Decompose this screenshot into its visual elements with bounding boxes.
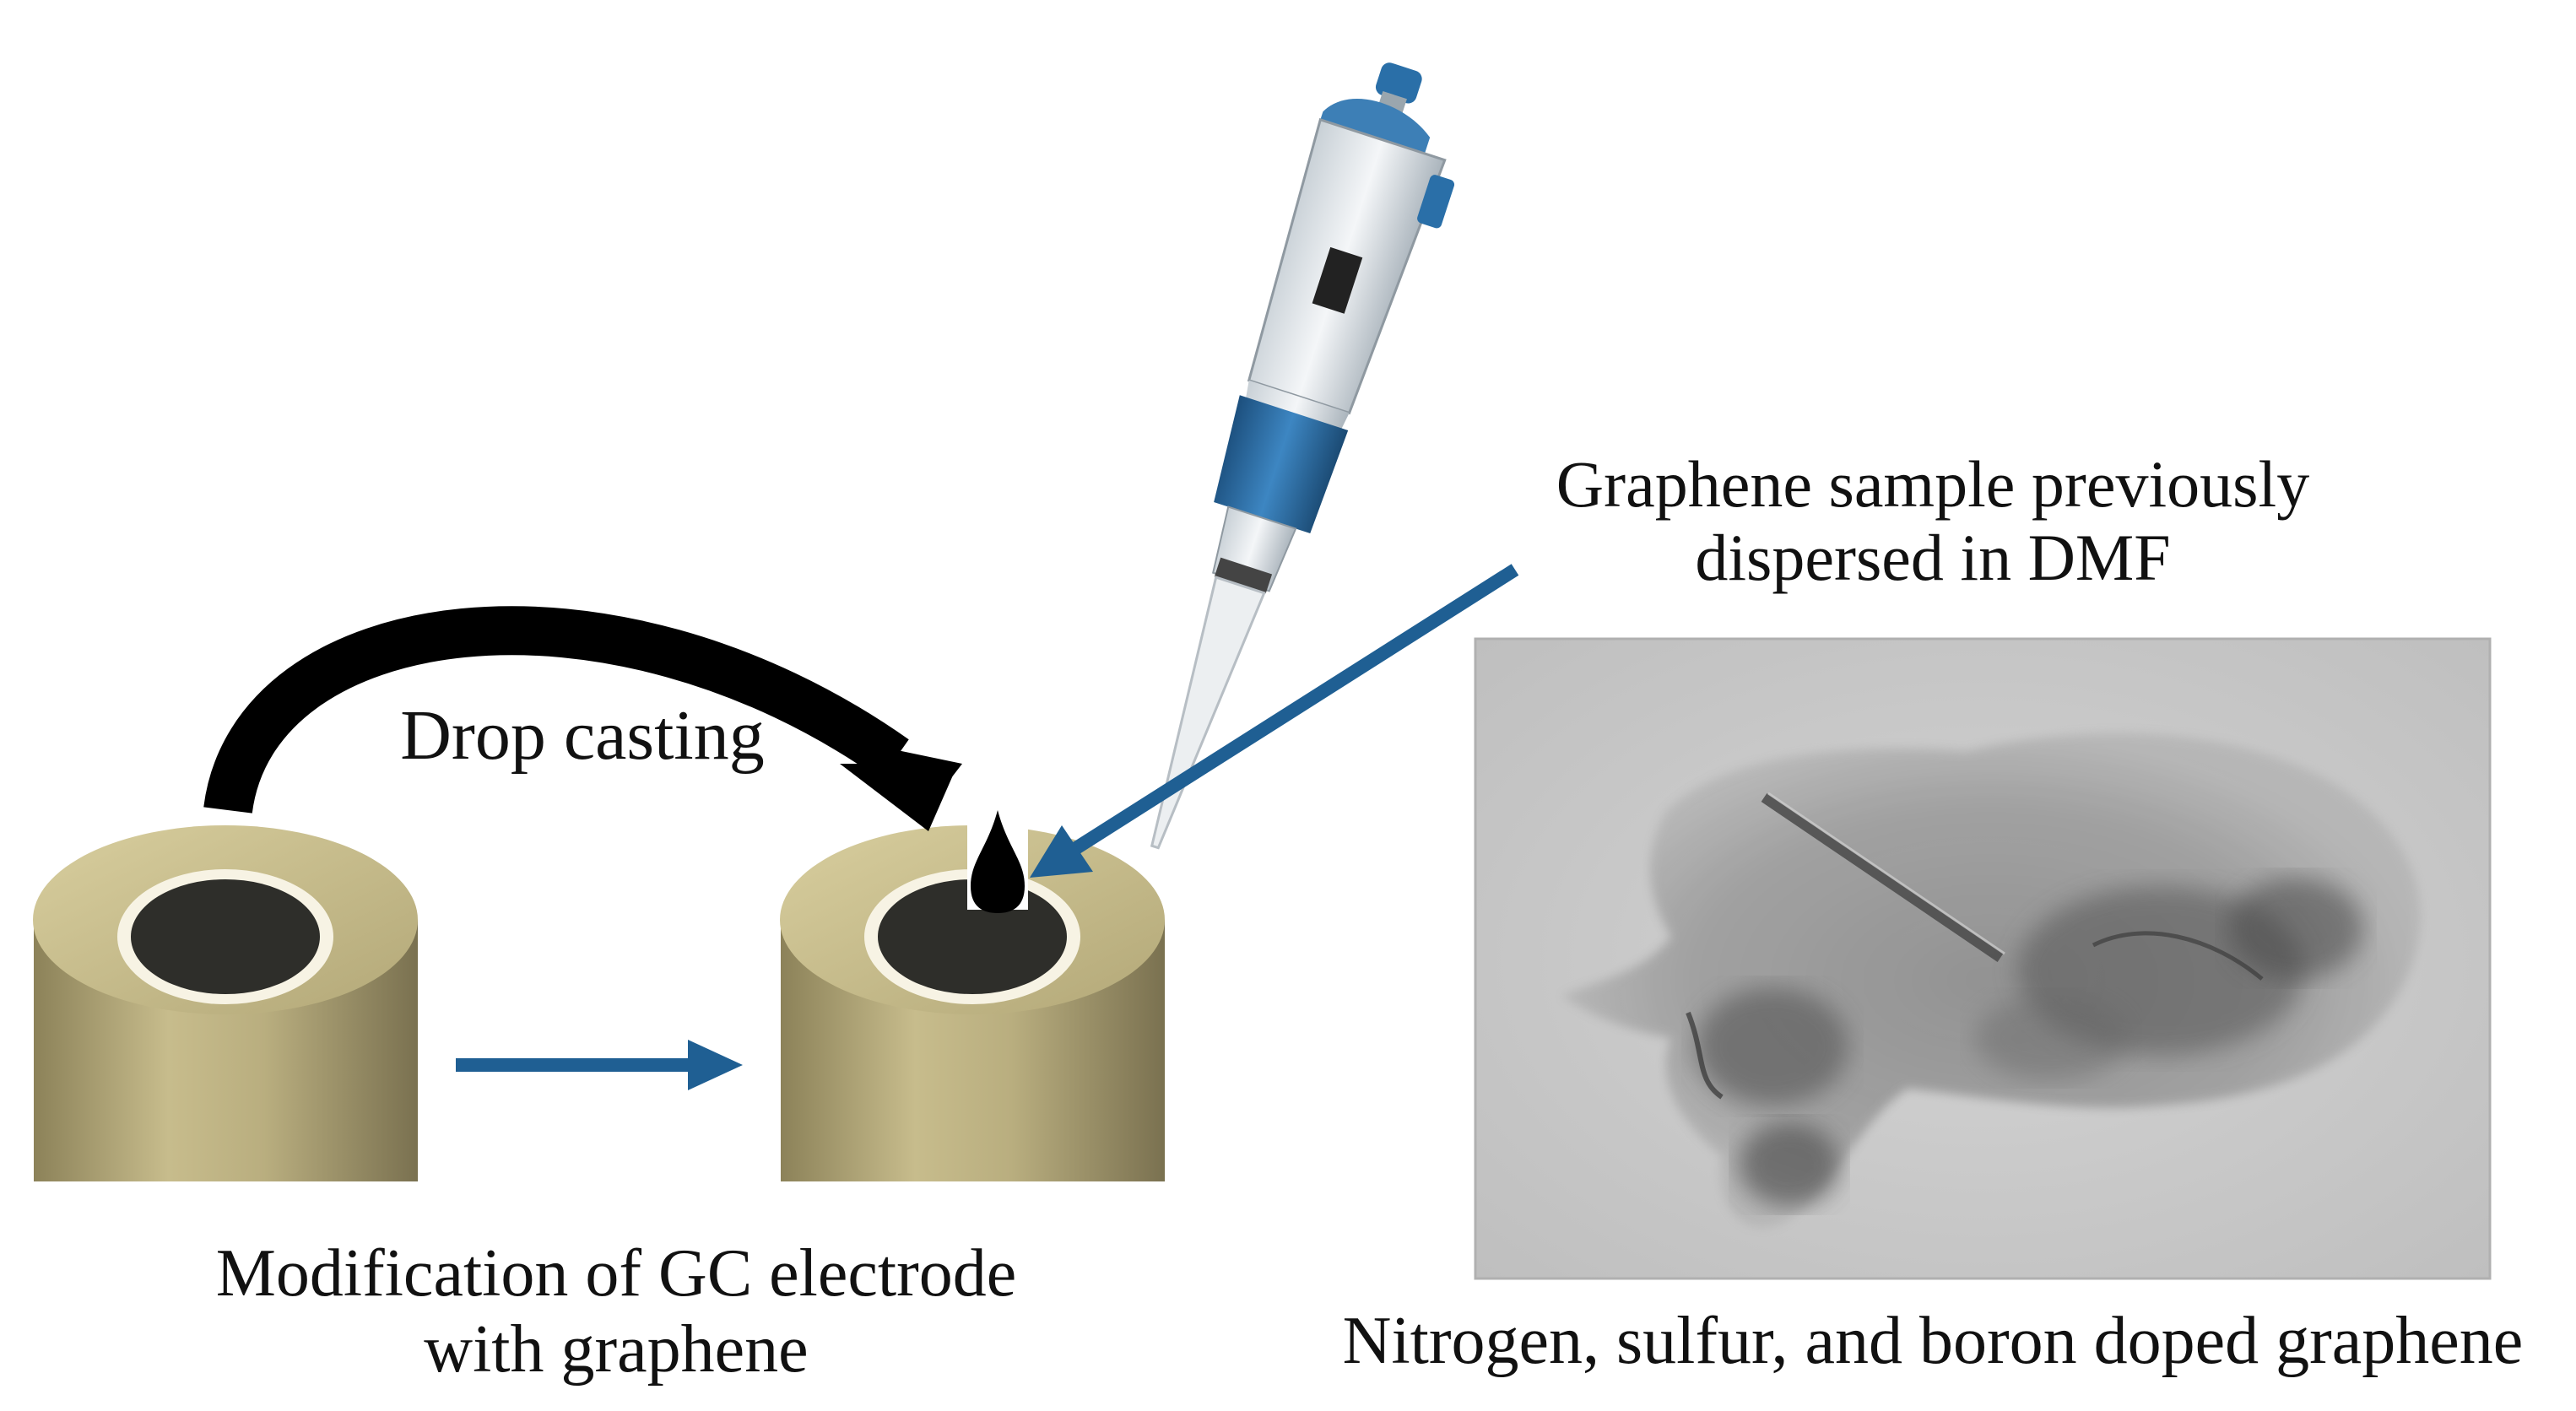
curved-arrow-icon: [203, 606, 962, 831]
doped-graphene-caption: Nitrogen, sulfur, and boron doped graphe…: [1342, 1304, 2524, 1378]
modification-label: Modification of GC electrode with graphe…: [215, 1236, 1017, 1387]
straight-arrow-icon: [456, 1040, 743, 1090]
graphene-sample-label: Graphene sample previously dispersed in …: [1556, 447, 2310, 595]
electrode-icon-left: [33, 825, 418, 1181]
pipette-icon: [1150, 62, 1455, 850]
drop-casting-label: Drop casting: [400, 696, 765, 775]
pointer-arrow-icon: [1030, 564, 1519, 878]
tem-micrograph: [1474, 637, 2492, 1280]
droplet-icon: [967, 808, 1028, 913]
